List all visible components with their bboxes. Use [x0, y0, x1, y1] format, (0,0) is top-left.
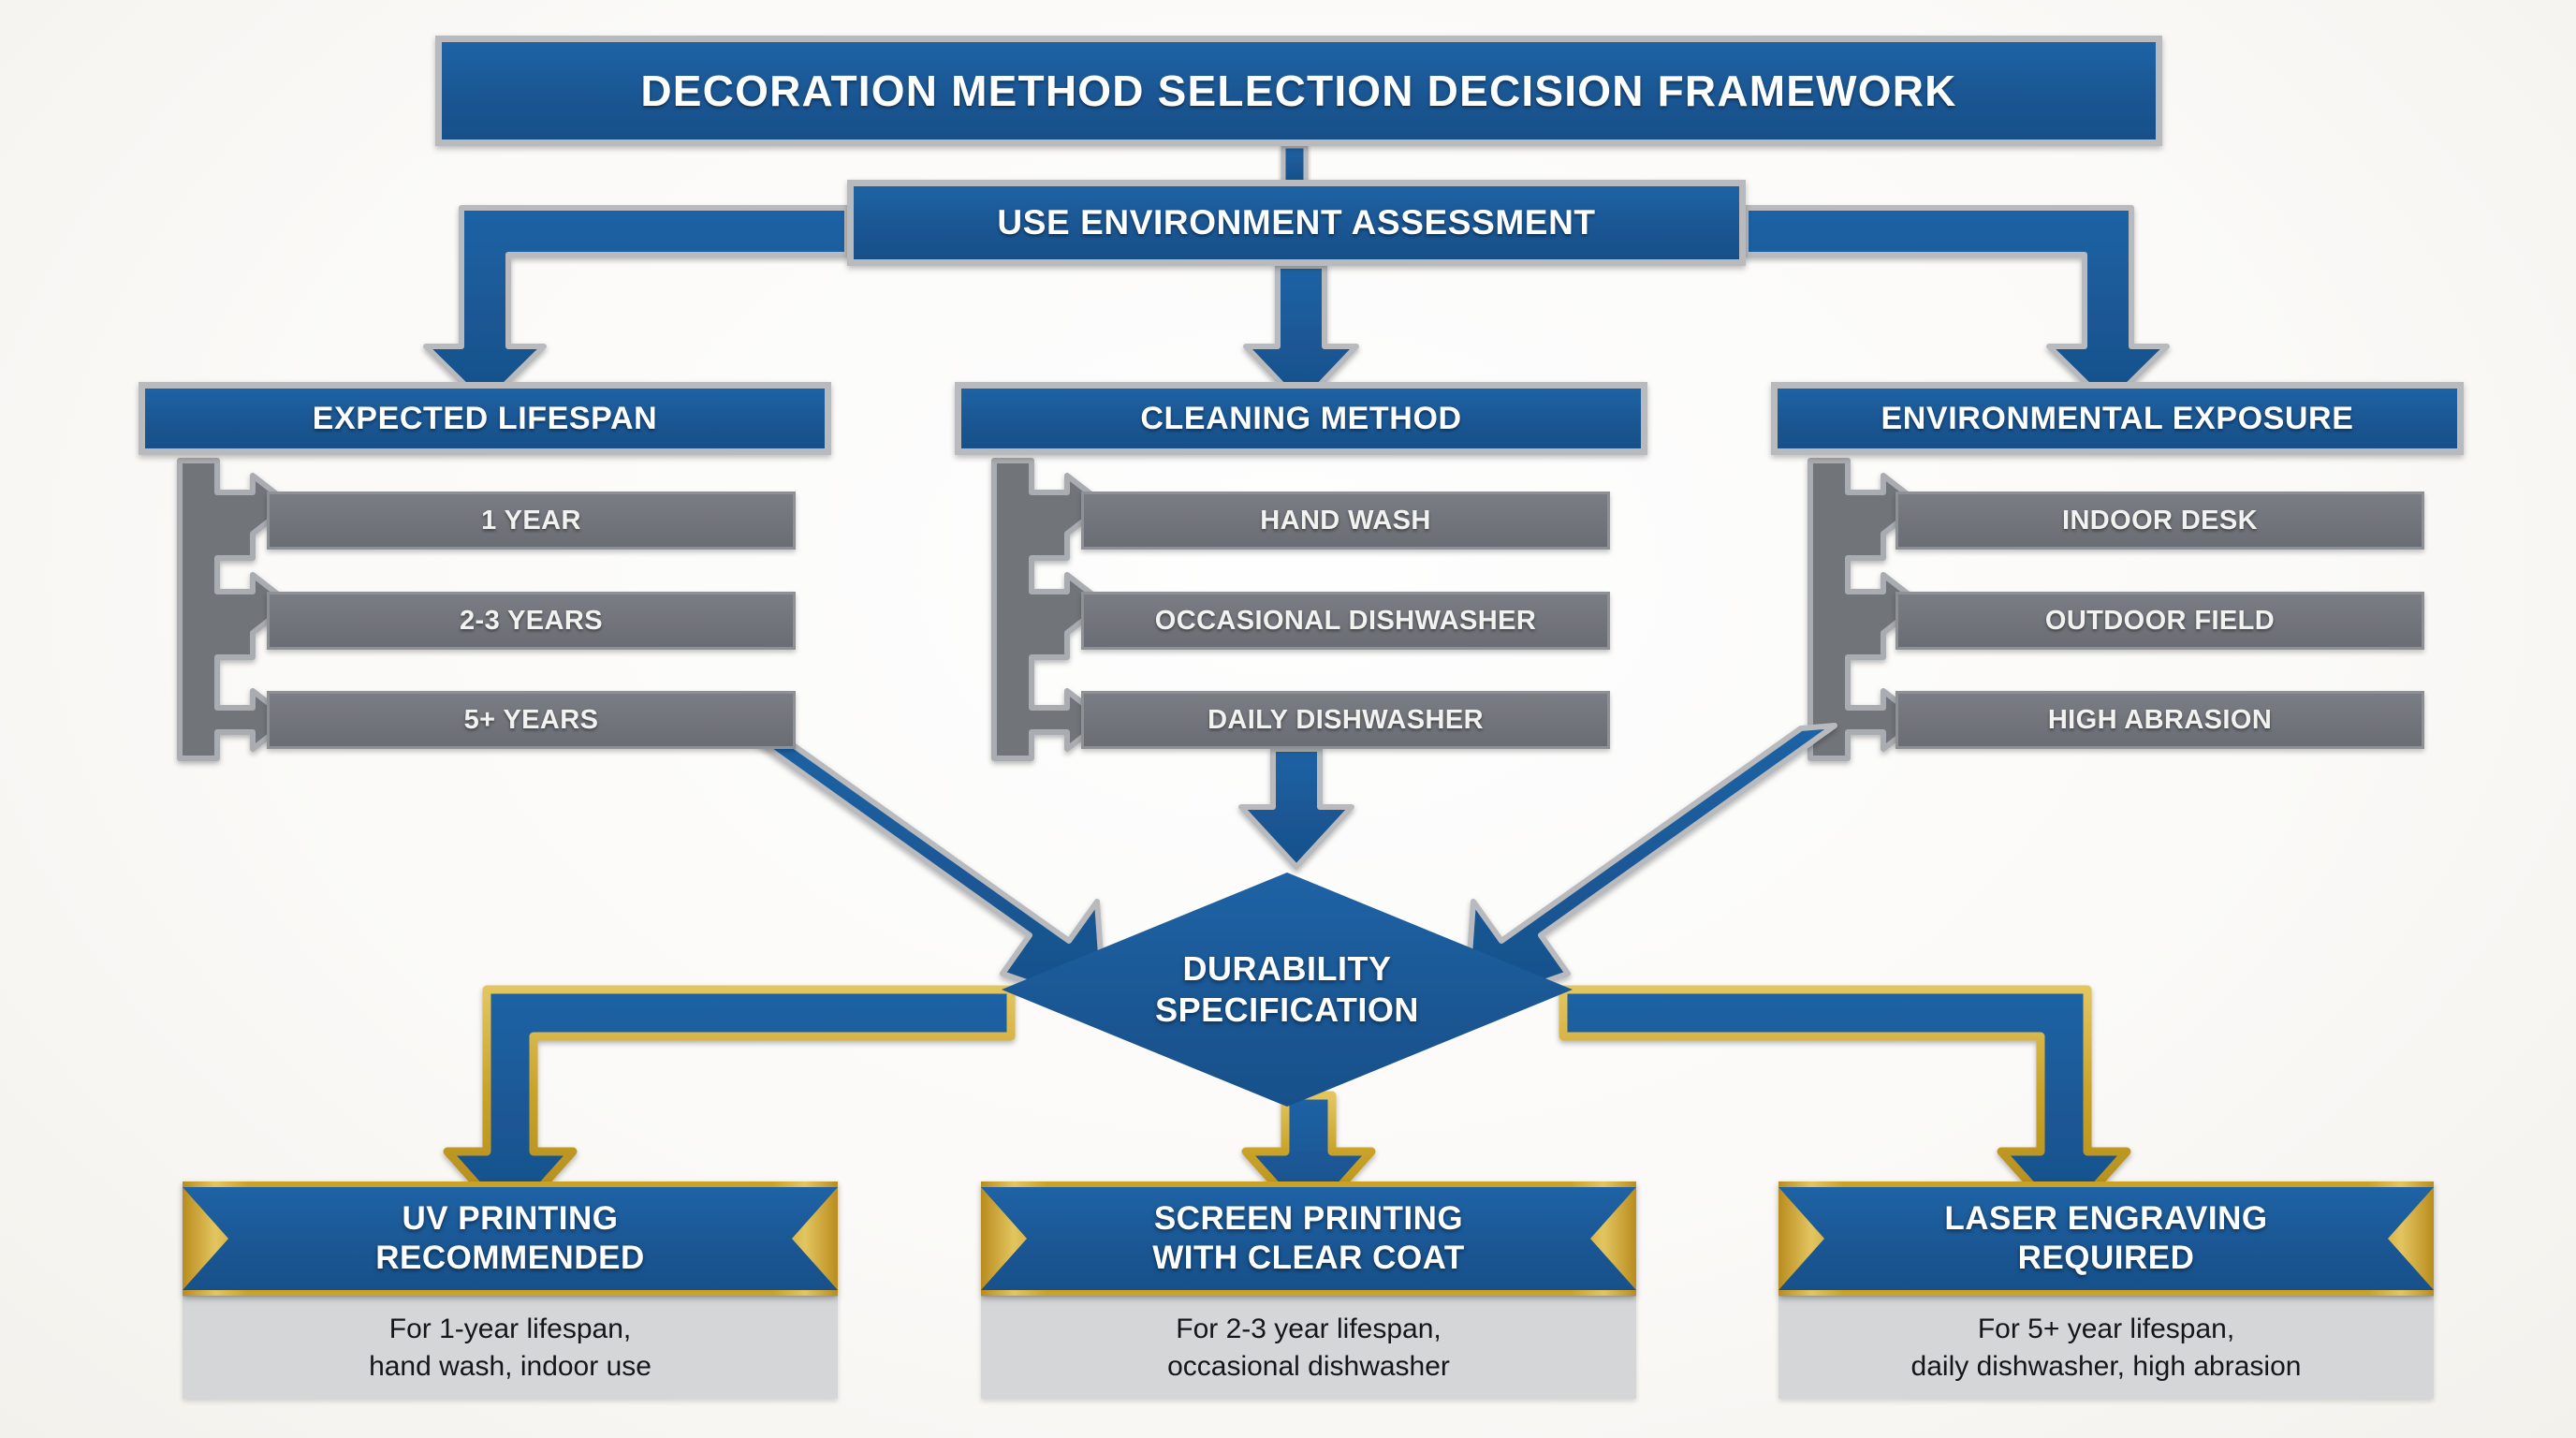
- diamond-label: DURABILITY SPECIFICATION: [1002, 873, 1573, 1107]
- outcome-caption-line1: For 1-year lifespan,: [388, 1313, 632, 1344]
- option-cleaning-occasional-dishwasher: OCCASIONAL DISHWASHER: [1081, 592, 1610, 650]
- outcome-screen-printing: SCREEN PRINTING WITH CLEAR COAT For 2-3 …: [981, 1181, 1636, 1399]
- outcome-title: LASER ENGRAVING REQUIRED: [1879, 1199, 2333, 1278]
- assessment-node: USE ENVIRONMENT ASSESSMENT: [847, 180, 1746, 266]
- outcome-title: UV PRINTING RECOMMENDED: [310, 1199, 710, 1278]
- option-cleaning-hand-wash: HAND WASH: [1081, 492, 1610, 550]
- connector-cleaning-to-diamond: [1238, 746, 1354, 870]
- category-header-cleaning-method: CLEANING METHOD: [955, 382, 1647, 455]
- outcome-title-line2: RECOMMENDED: [375, 1240, 645, 1276]
- outcome-title-line1: UV PRINTING: [402, 1200, 619, 1237]
- outcome-title-line2: REQUIRED: [2017, 1240, 2195, 1276]
- outcome-ribbon: UV PRINTING RECOMMENDED: [183, 1181, 838, 1296]
- connector-assessment-to-lifespan: [423, 205, 850, 407]
- outcome-caption: For 1-year lifespan, hand wash, indoor u…: [183, 1296, 838, 1399]
- option-exposure-high-abrasion: HIGH ABRASION: [1895, 691, 2424, 749]
- option-cleaning-daily-dishwasher: DAILY DISHWASHER: [1081, 691, 1610, 749]
- diamond-label-line2: SPECIFICATION: [1155, 990, 1419, 1029]
- outcome-ribbon: SCREEN PRINTING WITH CLEAR COAT: [981, 1181, 1636, 1296]
- connector-title-to-assessment: [1281, 143, 1309, 186]
- outcome-title-line1: SCREEN PRINTING: [1153, 1200, 1464, 1237]
- outcome-title: SCREEN PRINTING WITH CLEAR COAT: [1087, 1199, 1530, 1278]
- option-lifespan-2-3-years: 2-3 YEARS: [267, 592, 796, 650]
- outcome-caption-line1: For 5+ year lifespan,: [1977, 1313, 2235, 1344]
- ribbon-fill: [981, 1187, 1636, 1290]
- outcome-title-line2: WITH CLEAR COAT: [1152, 1240, 1465, 1276]
- option-lifespan-1-year: 1 YEAR: [267, 492, 796, 550]
- page-title: DECORATION METHOD SELECTION DECISION FRA…: [435, 36, 2162, 146]
- outcome-caption: For 2-3 year lifespan, occasional dishwa…: [981, 1296, 1636, 1399]
- category-header-expected-lifespan: EXPECTED LIFESPAN: [139, 382, 831, 455]
- ribbon-fill: [1778, 1187, 2434, 1290]
- outcome-caption-line2: daily dishwasher, high abrasion: [1910, 1350, 2302, 1382]
- outcome-laser-engraving: LASER ENGRAVING REQUIRED For 5+ year lif…: [1778, 1181, 2434, 1399]
- outcome-caption: For 5+ year lifespan, daily dishwasher, …: [1778, 1296, 2434, 1399]
- outcome-uv-printing: UV PRINTING RECOMMENDED For 1-year lifes…: [183, 1181, 838, 1399]
- diamond-label-line1: DURABILITY: [1182, 949, 1392, 989]
- outcome-title-line1: LASER ENGRAVING: [1944, 1200, 2268, 1237]
- connector-assessment-to-exposure: [1743, 205, 2170, 407]
- option-lifespan-5-plus-years: 5+ YEARS: [267, 691, 796, 749]
- ribbon-fill: [183, 1187, 838, 1290]
- category-header-environmental-exposure: ENVIRONMENTAL EXPOSURE: [1771, 382, 2464, 455]
- outcome-caption-line2: occasional dishwasher: [1167, 1350, 1450, 1382]
- outcome-caption-line1: For 2-3 year lifespan,: [1176, 1313, 1442, 1344]
- outcome-ribbon: LASER ENGRAVING REQUIRED: [1778, 1181, 2434, 1296]
- outcome-caption-line2: hand wash, indoor use: [369, 1350, 651, 1382]
- option-exposure-indoor-desk: INDOOR DESK: [1895, 492, 2424, 550]
- decision-node-durability-specification: DURABILITY SPECIFICATION: [994, 865, 1580, 1114]
- option-exposure-outdoor-field: OUTDOOR FIELD: [1895, 592, 2424, 650]
